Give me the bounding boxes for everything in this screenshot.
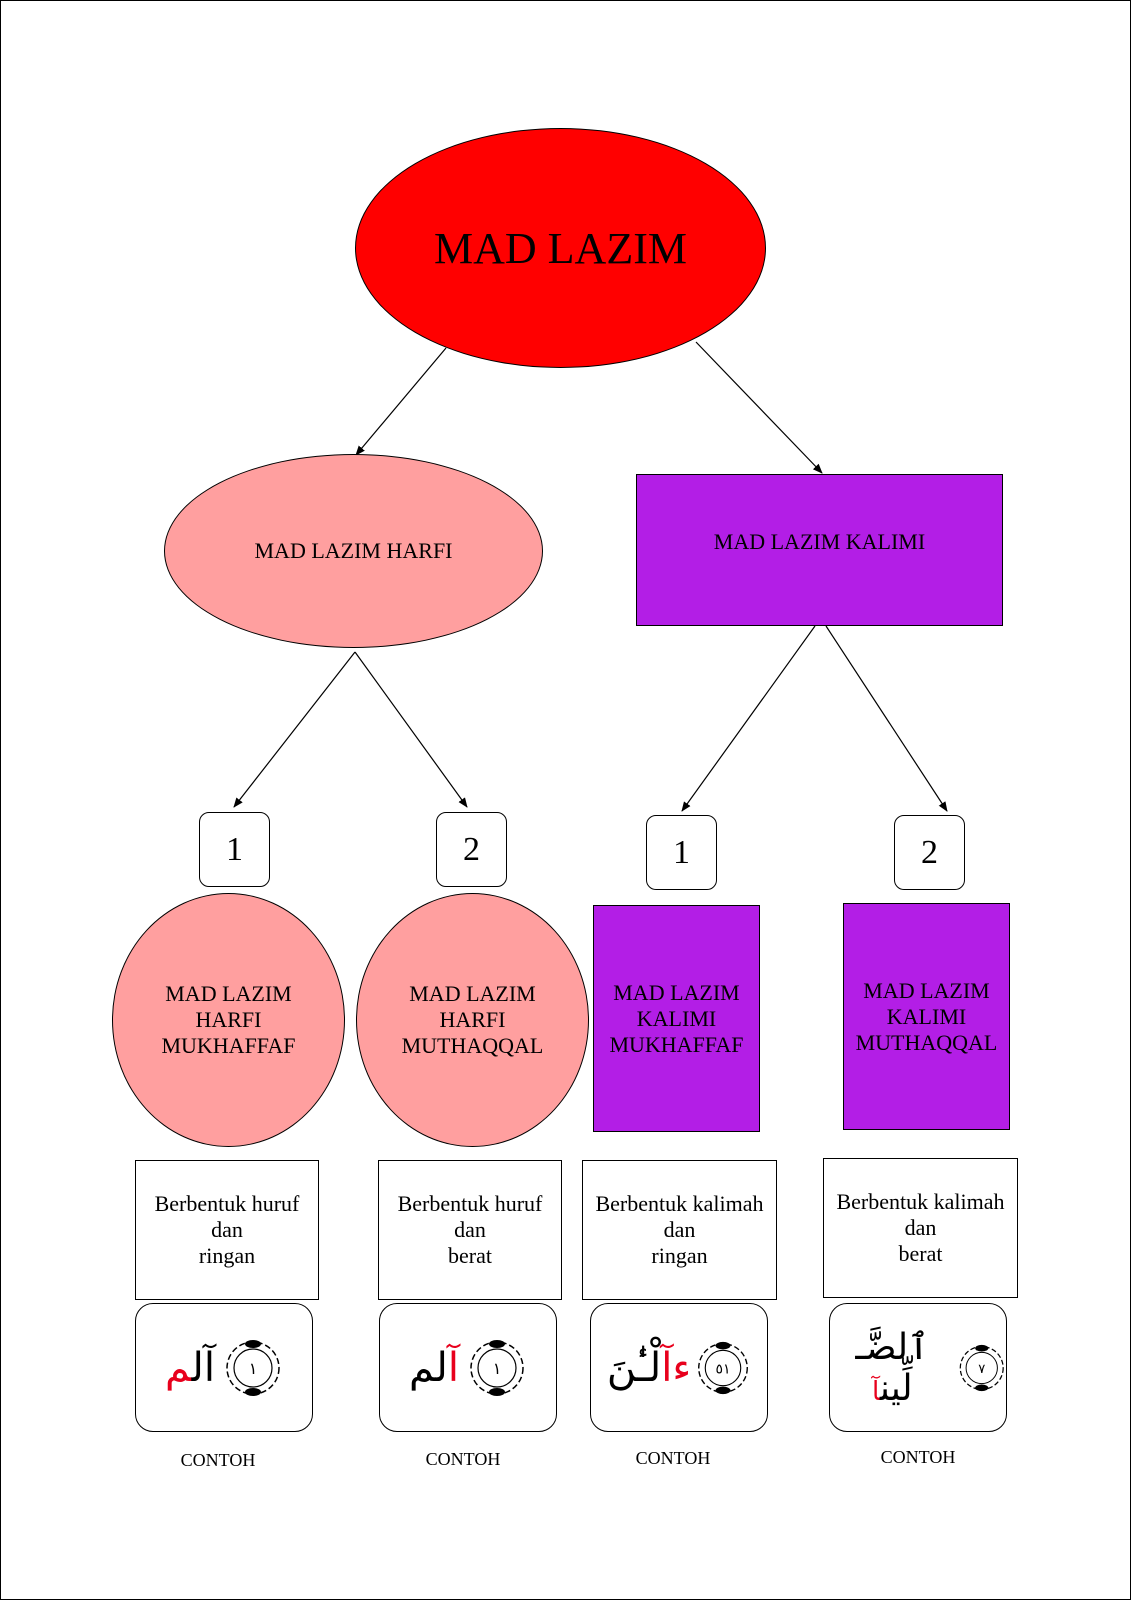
branch-kalimi-node: MAD LAZIM KALIMI bbox=[636, 474, 1003, 626]
node-line: MUTHAQQAL bbox=[401, 1033, 544, 1058]
node-line: KALIMI bbox=[636, 1005, 717, 1031]
number-box-kalimi-1: 1 bbox=[646, 815, 717, 890]
ayah-number: ١ bbox=[493, 1359, 502, 1378]
ayah-marker-icon: ٥١ bbox=[698, 1341, 749, 1394]
number-box-kalimi-2: 2 bbox=[894, 815, 965, 890]
branch-harfi-label: MAD LAZIM HARFI bbox=[254, 538, 453, 563]
desc-line: Berbentuk huruf bbox=[154, 1191, 300, 1216]
desc-line: berat bbox=[448, 1243, 492, 1268]
ayah-number: ٥١ bbox=[716, 1361, 731, 1377]
arabic-example: آلم bbox=[409, 1345, 459, 1391]
arabic-red: م bbox=[165, 1344, 192, 1391]
number-box-harfi-2: 2 bbox=[436, 812, 507, 887]
node-line: MAD LAZIM bbox=[613, 979, 740, 1005]
example-harfi-muthaqqal: آلم ١ bbox=[379, 1303, 557, 1432]
arabic-red: آ bbox=[871, 1376, 880, 1407]
arrow-harfi-to-2 bbox=[354, 651, 468, 808]
caption-harfi-mukhaffaf: CONTOH bbox=[180, 1450, 256, 1470]
arabic-black: آل bbox=[191, 1344, 215, 1391]
desc-kalimi-mukhaffaf: Berbentuk kalimah dan ringan bbox=[582, 1160, 777, 1300]
arabic-black: ٱلضَّـ لِّين bbox=[855, 1326, 930, 1409]
node-line: MAD LAZIM bbox=[409, 981, 536, 1006]
ayah-marker-icon: ١ bbox=[226, 1339, 280, 1396]
node-kalimi-muthaqqal: MAD LAZIM KALIMI MUTHAQQAL bbox=[843, 903, 1010, 1130]
number-box-harfi-1: 1 bbox=[199, 812, 270, 887]
node-harfi-mukhaffaf: MAD LAZIM HARFI MUKHAFFAF bbox=[112, 893, 345, 1147]
ayah-number: ٧ bbox=[978, 1361, 985, 1376]
desc-line: dan bbox=[663, 1217, 696, 1242]
node-line: MUKHAFFAF bbox=[161, 1033, 296, 1058]
number-label: 2 bbox=[463, 830, 480, 868]
desc-line: ringan bbox=[651, 1243, 708, 1268]
example-kalimi-mukhaffaf: ءآلْـٰٔنَ ٥١ bbox=[590, 1303, 768, 1432]
node-line: KALIMI bbox=[886, 1003, 967, 1029]
desc-line: Berbentuk huruf bbox=[397, 1191, 543, 1216]
arrow-root-to-harfi bbox=[355, 347, 447, 456]
arabic-black: لْـٰٔنَ bbox=[606, 1344, 662, 1391]
arabic-example: آلم bbox=[165, 1345, 215, 1391]
root-label: MAD LAZIM bbox=[434, 223, 687, 273]
ayah-marker-icon: ١ bbox=[470, 1339, 524, 1396]
arabic-example: ٱلضَّـ لِّينآ bbox=[830, 1327, 955, 1409]
desc-line: dan bbox=[904, 1215, 937, 1240]
number-label: 1 bbox=[673, 833, 690, 871]
desc-line: Berbentuk kalimah bbox=[595, 1191, 764, 1216]
node-kalimi-mukhaffaf: MAD LAZIM KALIMI MUKHAFFAF bbox=[593, 905, 760, 1132]
arrow-kalimi-to-1 bbox=[681, 625, 816, 812]
caption-harfi-muthaqqal: CONTOH bbox=[425, 1449, 501, 1469]
arrow-kalimi-to-2 bbox=[825, 625, 948, 812]
node-line: HARFI bbox=[439, 1007, 506, 1032]
arabic-red: ءآ bbox=[661, 1344, 692, 1391]
caption-kalimi-mukhaffaf: CONTOH bbox=[635, 1448, 711, 1468]
node-harfi-muthaqqal: MAD LAZIM HARFI MUTHAQQAL bbox=[356, 893, 589, 1147]
caption-kalimi-muthaqqal: CONTOH bbox=[880, 1447, 956, 1467]
node-line: MUTHAQQAL bbox=[855, 1029, 998, 1055]
ayah-marker-icon: ٧ bbox=[959, 1344, 1004, 1391]
ayah-number: ١ bbox=[249, 1359, 258, 1378]
desc-harfi-muthaqqal: Berbentuk huruf dan berat bbox=[378, 1160, 562, 1300]
arrow-root-to-kalimi bbox=[695, 341, 823, 474]
desc-line: dan bbox=[454, 1217, 486, 1242]
node-line: MAD LAZIM bbox=[165, 981, 292, 1006]
desc-line: berat bbox=[898, 1241, 943, 1266]
arrow-harfi-to-1 bbox=[233, 651, 356, 808]
example-kalimi-muthaqqal: ٱلضَّـ لِّينآ ٧ bbox=[829, 1303, 1007, 1432]
arabic-example: ءآلْـٰٔنَ bbox=[607, 1345, 691, 1391]
desc-harfi-mukhaffaf: Berbentuk huruf dan ringan bbox=[135, 1160, 319, 1300]
node-line: HARFI bbox=[195, 1007, 262, 1032]
root-node: MAD LAZIM bbox=[355, 128, 766, 368]
desc-line: Berbentuk kalimah bbox=[836, 1189, 1005, 1214]
number-label: 2 bbox=[921, 833, 938, 871]
arabic-black: لم bbox=[409, 1344, 448, 1391]
node-line: MUKHAFFAF bbox=[609, 1031, 744, 1057]
desc-kalimi-muthaqqal: Berbentuk kalimah dan berat bbox=[823, 1158, 1018, 1298]
example-harfi-mukhaffaf: آلم ١ bbox=[135, 1303, 313, 1432]
arabic-red: آ bbox=[447, 1344, 459, 1391]
desc-line: ringan bbox=[198, 1243, 256, 1268]
node-line: MAD LAZIM bbox=[863, 977, 990, 1003]
branch-kalimi-label: MAD LAZIM KALIMI bbox=[713, 529, 926, 554]
number-label: 1 bbox=[226, 830, 243, 868]
desc-line: dan bbox=[211, 1217, 243, 1242]
branch-harfi-node: MAD LAZIM HARFI bbox=[164, 454, 543, 648]
